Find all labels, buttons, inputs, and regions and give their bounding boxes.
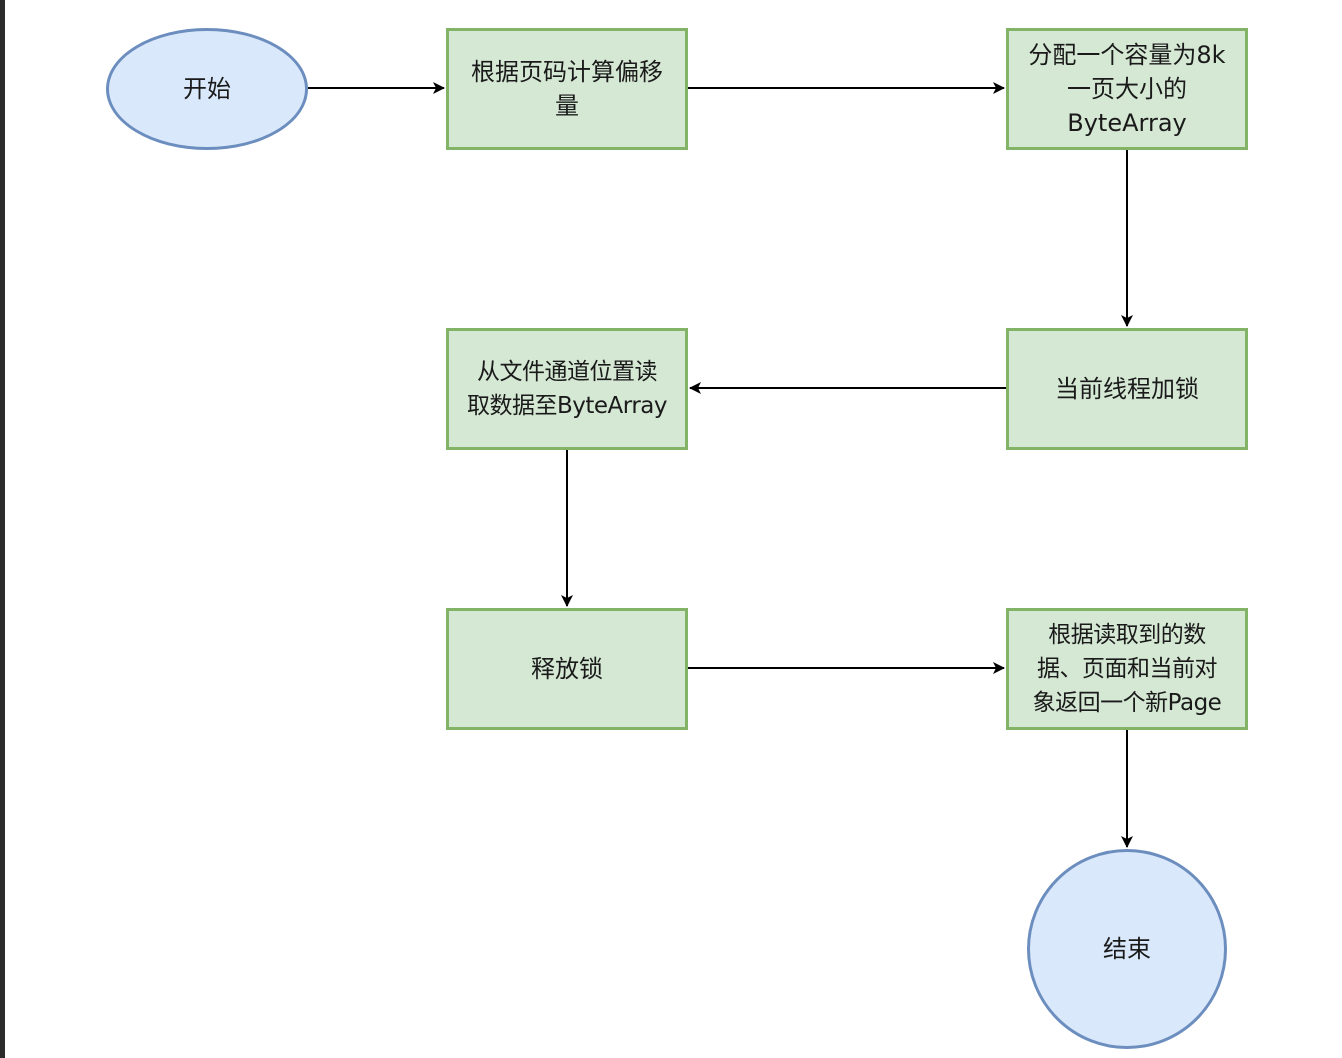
return-page-node-label: 根据读取到的数 据、页面和当前对 象返回一个新Page	[1032, 622, 1222, 716]
alloc-bytearray-node[interactable]: 分配一个容量为8k 一页大小的 ByteArray	[1006, 28, 1248, 150]
return-page-node[interactable]: 根据读取到的数 据、页面和当前对 象返回一个新Page	[1006, 608, 1248, 730]
calc-offset-node-label: 根据页码计算偏移 量	[471, 58, 663, 120]
read-channel-node[interactable]: 从文件通道位置读 取数据至ByteArray	[446, 328, 688, 450]
start-node-label: 开始	[183, 75, 231, 103]
release-lock-node-label: 释放锁	[531, 655, 603, 683]
lock-node[interactable]: 当前线程加锁	[1006, 328, 1248, 450]
start-node[interactable]: 开始	[106, 28, 308, 150]
window-left-edge	[0, 0, 5, 1058]
end-node[interactable]: 结束	[1027, 849, 1227, 1049]
read-channel-node-label: 从文件通道位置读 取数据至ByteArray	[466, 359, 668, 419]
release-lock-node[interactable]: 释放锁	[446, 608, 688, 730]
calc-offset-node[interactable]: 根据页码计算偏移 量	[446, 28, 688, 150]
end-node-label: 结束	[1103, 935, 1151, 963]
alloc-bytearray-node-label: 分配一个容量为8k 一页大小的 ByteArray	[1028, 41, 1226, 137]
lock-node-label: 当前线程加锁	[1055, 375, 1199, 403]
